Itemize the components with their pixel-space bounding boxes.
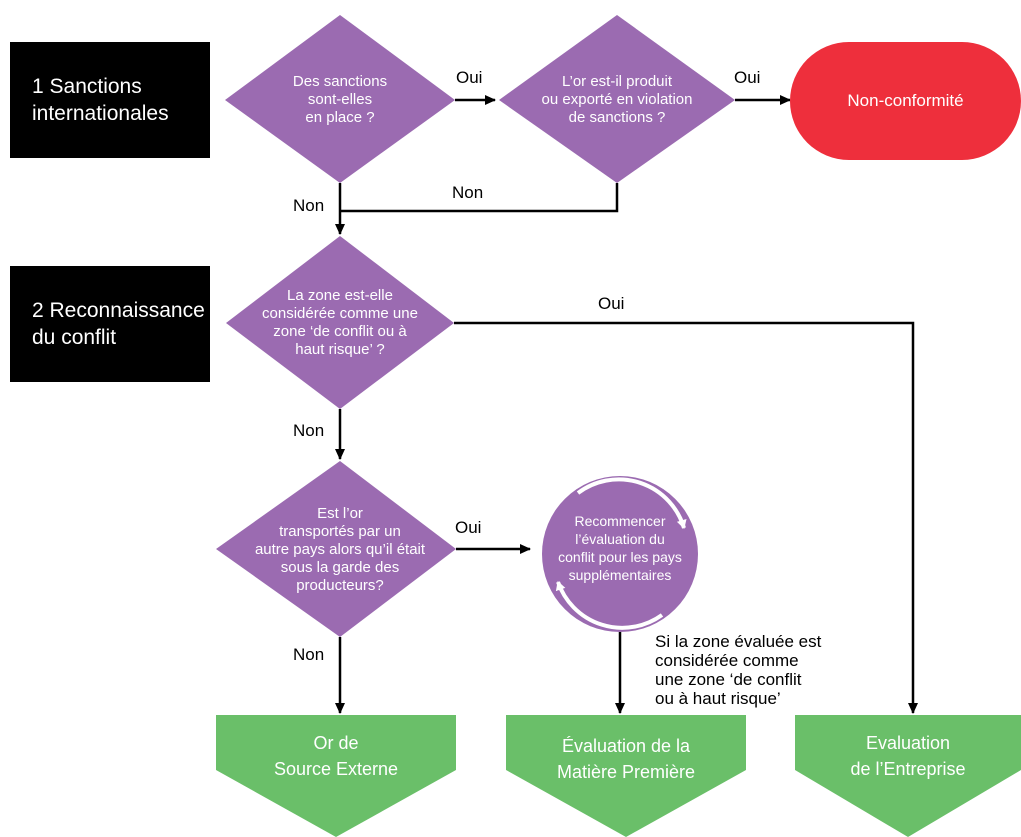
edge-label-d2-oui: Oui — [734, 68, 761, 87]
decision-text-transport: Est l’or transportés par un autre pays a… — [254, 505, 426, 594]
decision-text-conflict-zone: La zone est-elle considérée comme une zo… — [262, 287, 418, 358]
edge-label-d4-non: Non — [293, 645, 325, 664]
edge-label-d3-non: Non — [293, 421, 325, 440]
decision-diamond-transport — [216, 461, 456, 637]
edge-label-d1-oui: Oui — [456, 68, 483, 87]
edge-label-cycle-condition: Si la zone évaluée est considérée comme … — [655, 632, 822, 708]
outcome-label-matiere-premiere: Évaluation de la Matière Première — [556, 736, 696, 782]
outcome-evaluation-entreprise — [795, 715, 1021, 837]
restart-cycle — [542, 476, 698, 632]
decision-diamond-sanctions — [225, 15, 455, 183]
decision-diamond-violation — [499, 15, 735, 183]
refresh-cycle-icon — [576, 477, 687, 529]
decision-text-violation: L’or est-il produit ou exporté en violat… — [541, 73, 693, 126]
cycle-label: Recommencer l’évaluation du conflit pour… — [558, 513, 682, 583]
cycle-circle — [542, 476, 698, 632]
section-sanctions-internationales: 1 Sanctions internationales — [10, 42, 210, 158]
outcome-matiere-premiere — [506, 715, 746, 837]
edge-label-d3-oui: Oui — [598, 294, 625, 313]
edge-label-d2-non: Non — [452, 183, 484, 202]
outcome-label-source-externe: Or de Source Externe — [273, 733, 399, 779]
connectors — [335, 95, 918, 714]
noncompliance-terminal — [790, 42, 1021, 160]
edge-label-d4-oui: Oui — [455, 518, 482, 537]
edge-label-d1-non: Non — [293, 196, 325, 215]
noncompliance-label: Non-conformité — [847, 91, 964, 110]
decision-diamond-conflict-zone — [226, 236, 454, 409]
edge-d2-no-merge — [340, 183, 619, 213]
section-reconnaissance-conflit: 2 Reconnaissance du conflit — [10, 266, 210, 382]
decision-text-sanctions: Des sanctions sont-elles en place ? — [292, 73, 388, 126]
edge-d3-to-evaluation-entreprise — [454, 321, 918, 714]
outcome-label-evaluation-entreprise: Evaluation de l’Entreprise — [850, 733, 966, 779]
outcome-source-externe — [216, 715, 456, 837]
refresh-cycle-icon-lower — [555, 581, 664, 630]
